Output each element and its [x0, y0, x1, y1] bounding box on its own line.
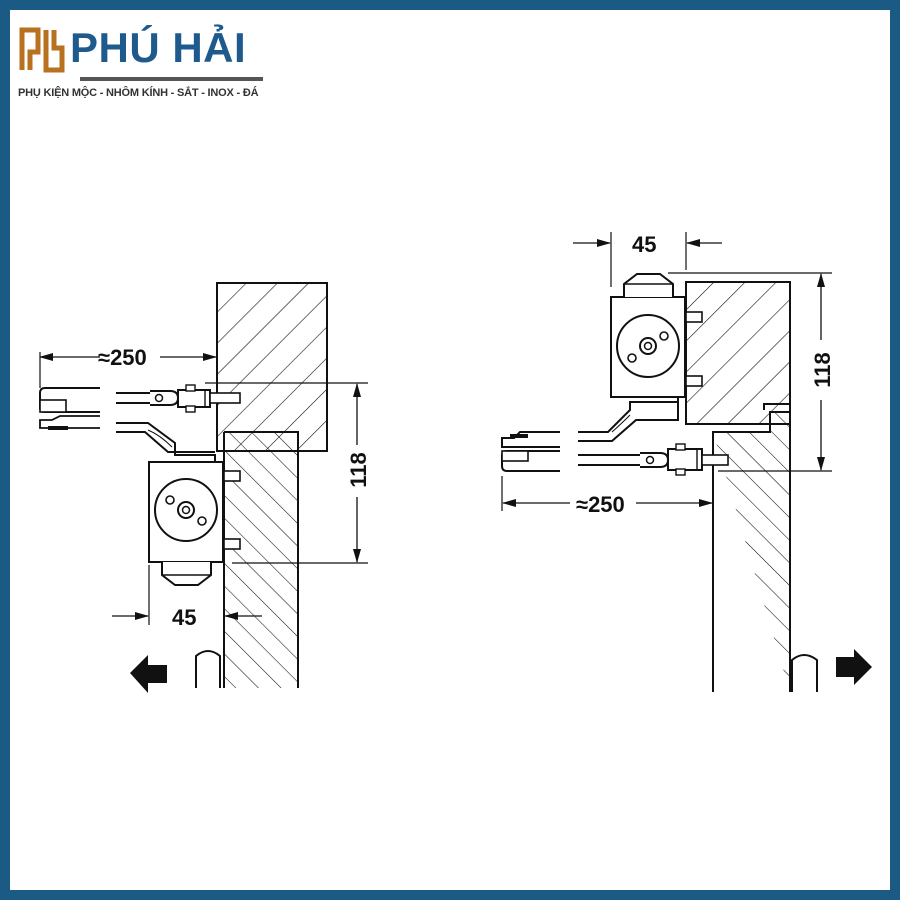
brand-logo: PHÚ HẢI PHỤ KIỆN MỘC - NHÔM KÍNH - SẮT -…	[18, 24, 268, 106]
left-arrow-icon	[130, 655, 167, 693]
logo-mark-icon	[19, 27, 65, 73]
frame-block	[216, 282, 328, 452]
brand-name: PHÚ HẢI	[70, 24, 247, 71]
right-height-label: 118	[810, 352, 835, 388]
brand-tagline: PHỤ KIỆN MỘC - NHÔM KÍNH - SẮT - INOX - …	[18, 87, 259, 99]
right-width-label: 45	[632, 232, 656, 257]
left-view	[39, 282, 368, 688]
right-view	[501, 232, 832, 692]
brand-underline	[80, 77, 263, 81]
left-arm-length-label: ≈250	[98, 345, 147, 370]
door-closer-diagram: ≈250 45 118	[39, 232, 872, 693]
canvas: PHÚ HẢI PHỤ KIỆN MỘC - NHÔM KÍNH - SẮT -…	[10, 10, 890, 890]
right-arm-length-label: ≈250	[576, 492, 625, 517]
left-width-label: 45	[172, 605, 196, 630]
left-height-label: 118	[346, 452, 371, 488]
right-arrow-icon	[836, 649, 872, 685]
